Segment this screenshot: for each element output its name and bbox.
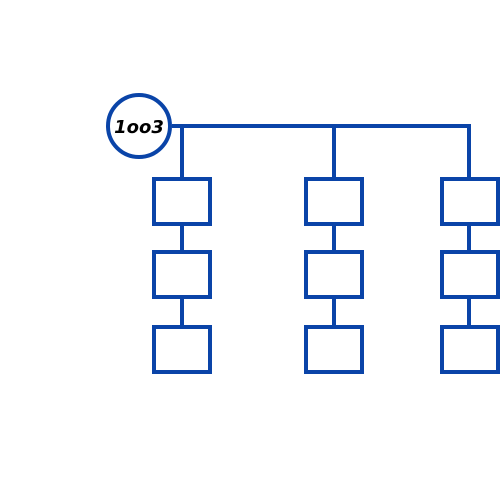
channel-2-element-2 <box>304 250 364 299</box>
channel-1 <box>152 177 212 374</box>
channel-1-element-1 <box>152 177 212 226</box>
voting-badge-circle <box>106 93 172 159</box>
channel-1-element-3 <box>152 325 212 374</box>
channel-3-element-1 <box>440 177 500 226</box>
channel-2-element-3 <box>304 325 364 374</box>
voting-badge: 1oo3 <box>106 93 172 159</box>
connector-lines <box>172 124 471 327</box>
channel-1-element-2 <box>152 250 212 299</box>
channel-3 <box>440 177 500 374</box>
voting-badge-label: 1oo3 <box>114 117 164 138</box>
channel-2-element-1 <box>304 177 364 226</box>
channel-2 <box>304 177 364 374</box>
channel-3-element-2 <box>440 250 500 299</box>
channel-3-element-3 <box>440 325 500 374</box>
